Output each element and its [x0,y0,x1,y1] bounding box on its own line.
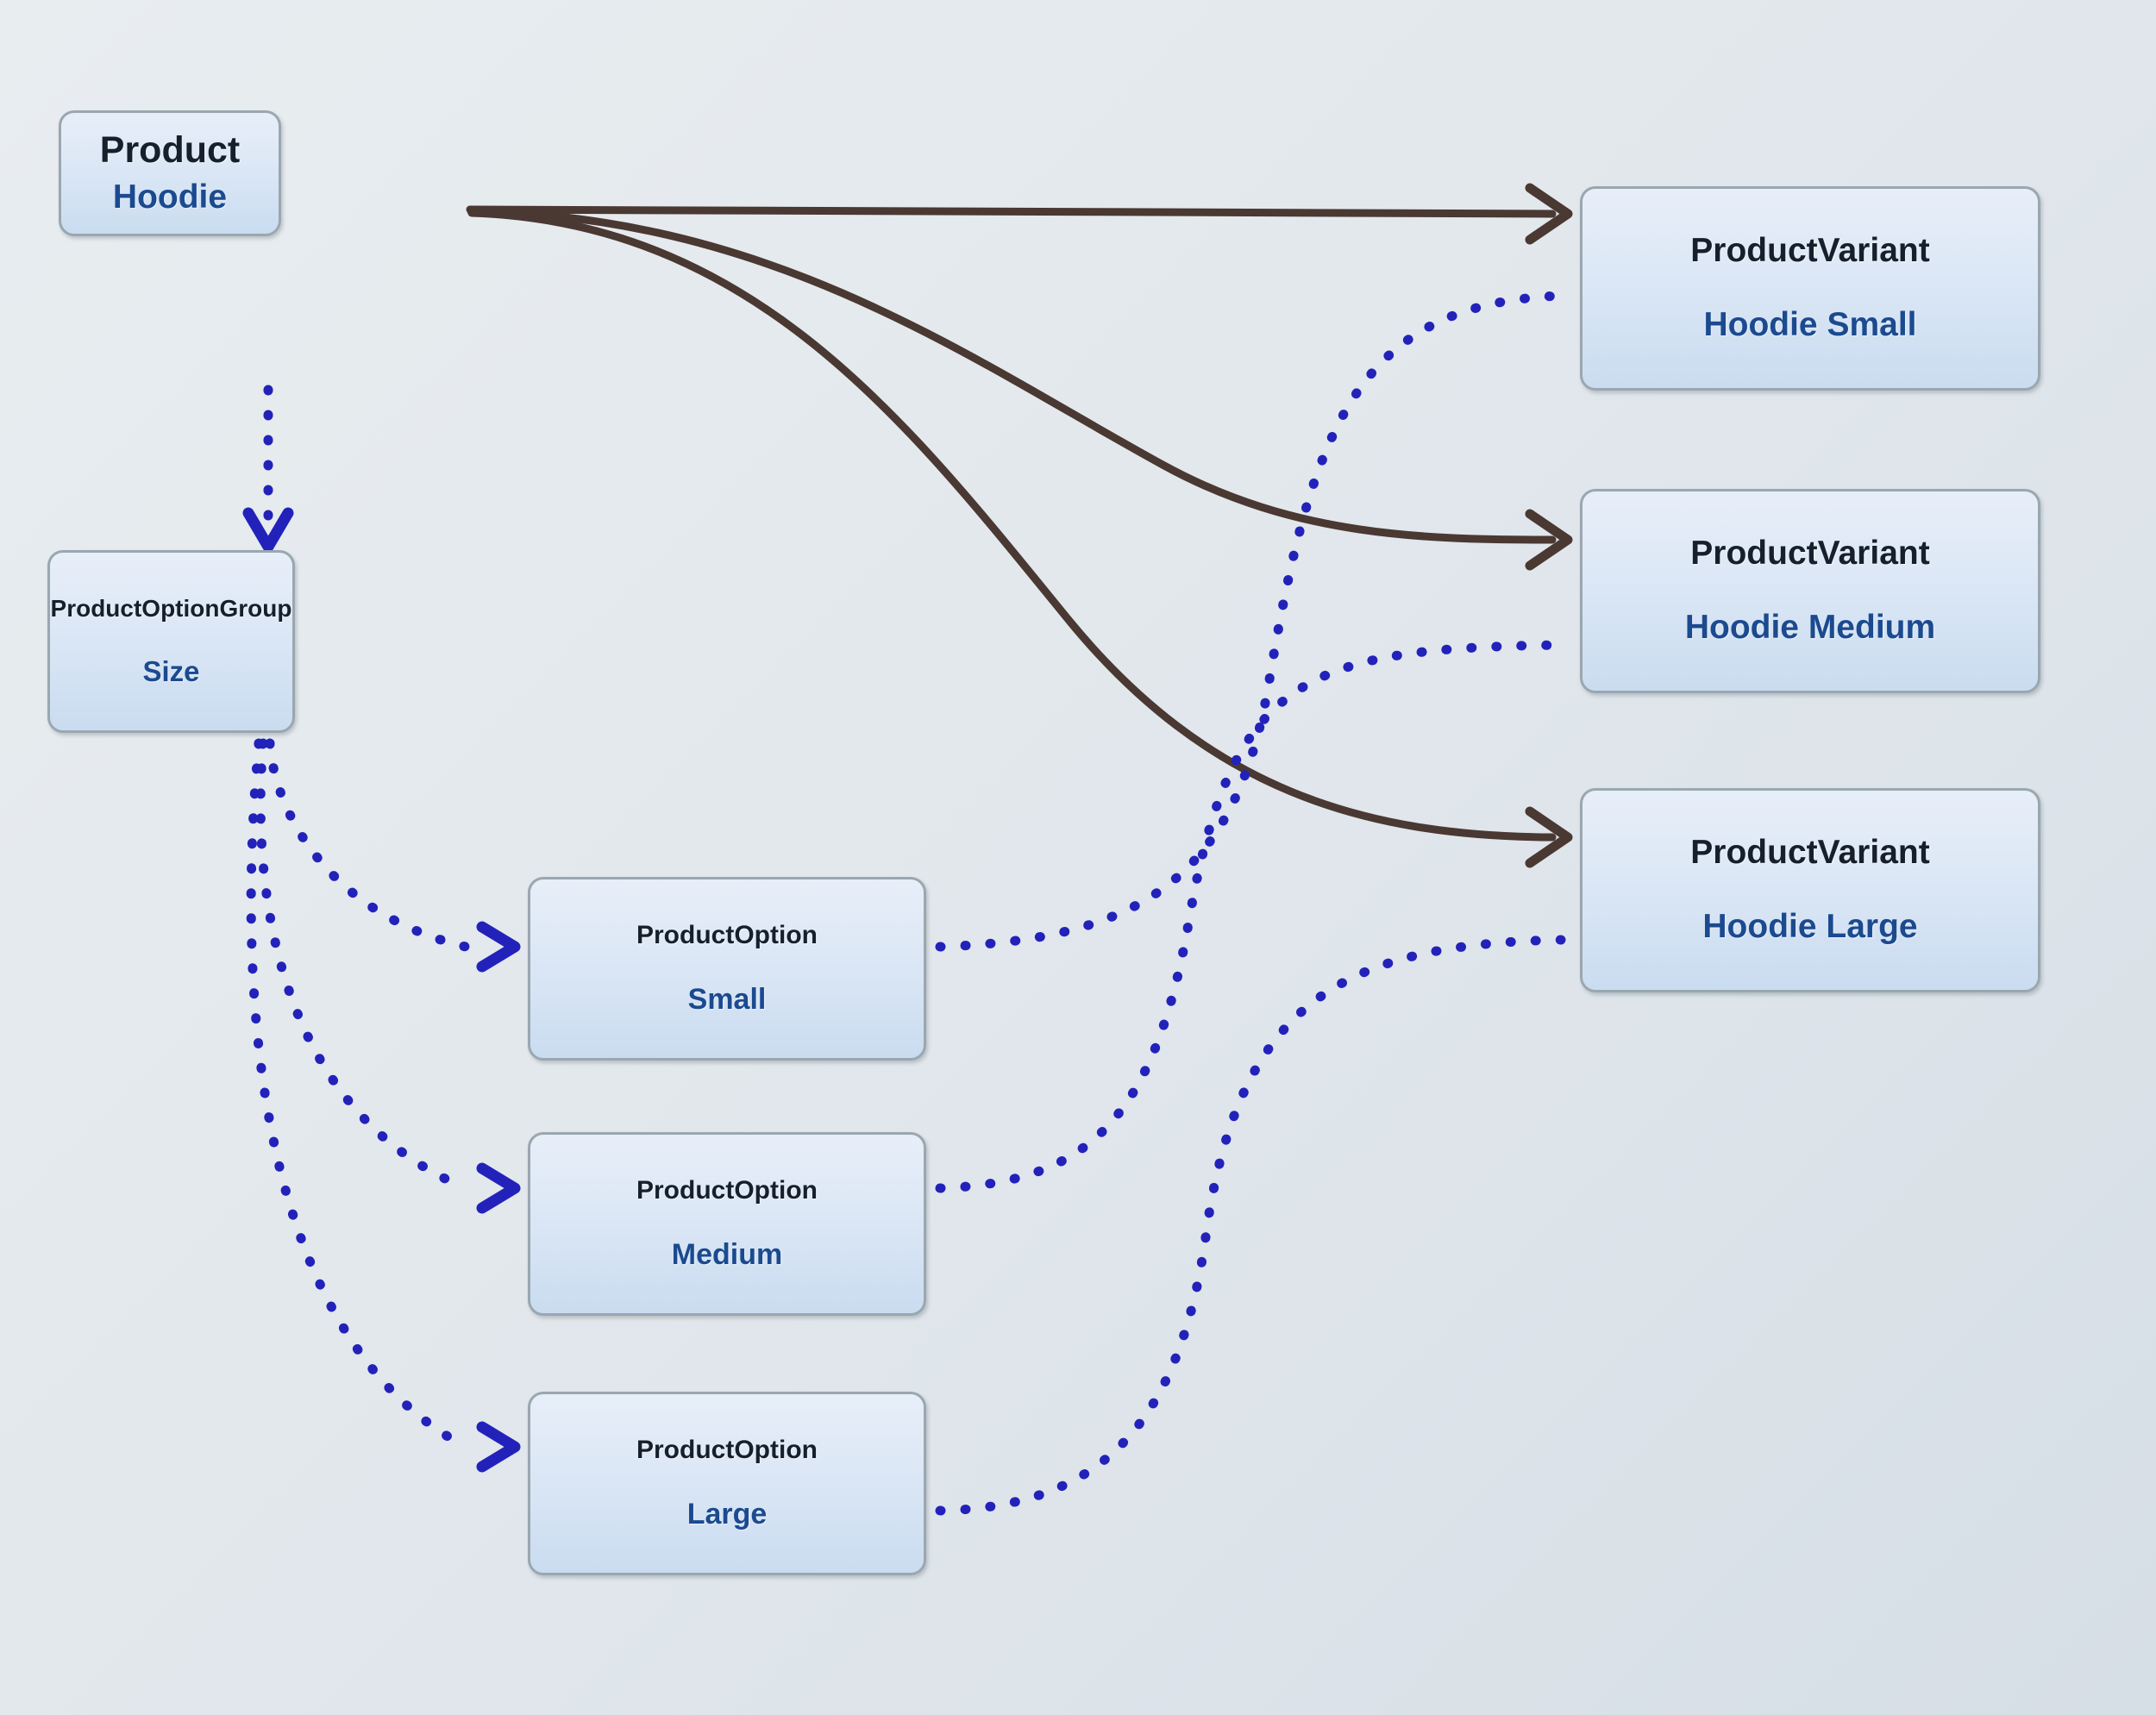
edge-option-small-to-variant-small [935,291,1566,952]
node-option-medium-name: Medium [671,1238,783,1272]
node-option-large-name: Large [686,1498,768,1531]
node-product[interactable]: Product Hoodie [59,110,281,236]
edge-group-to-option-large [246,738,471,1452]
node-product-option-small[interactable]: ProductOption Small [528,877,926,1061]
solid-arrowheads [1525,183,1573,868]
node-product-variant-small[interactable]: ProductVariant Hoodie Small [1580,186,2040,391]
arrowhead-icon-variant-small [1525,183,1573,245]
node-variant-medium-name: Hoodie Medium [1684,608,1936,646]
node-variant-small-type: ProductVariant [1690,232,1930,270]
edge-product-to-variant-large [467,209,1557,842]
node-product-variant-medium[interactable]: ProductVariant Hoodie Medium [1580,489,2040,693]
arrowhead-icon-option-medium [476,1162,521,1214]
node-product-variant-large[interactable]: ProductVariant Hoodie Large [1580,788,2040,992]
node-product-option-large[interactable]: ProductOption Large [528,1392,926,1575]
arrowhead-icon-variant-medium [1525,509,1573,571]
solid-edge-group [466,205,1557,842]
node-product-name: Hoodie [112,178,228,216]
edge-group-to-option-medium [255,738,471,1193]
node-option-medium-type: ProductOption [636,1176,818,1205]
node-product-option-medium[interactable]: ProductOption Medium [528,1132,926,1316]
edge-product-to-variant-small [466,205,1557,218]
edge-option-large-to-variant-large [935,935,1566,1516]
node-variant-large-type: ProductVariant [1690,834,1930,872]
edge-group-to-option-small [265,738,471,952]
node-variant-small-name: Hoodie Small [1703,305,1917,343]
node-variant-large-name: Hoodie Large [1702,907,1918,945]
node-variant-medium-type: ProductVariant [1690,535,1930,573]
node-option-group-name: Size [142,655,200,688]
arrowhead-icon-option-small [476,921,521,973]
node-product-type: Product [99,128,241,171]
arrowhead-icon-option-large [476,1421,521,1473]
node-option-large-type: ProductOption [636,1436,818,1465]
arrowhead-icon-option-group [242,507,294,553]
node-option-group-type: ProductOptionGroup [50,594,292,622]
node-option-small-name: Small [687,983,767,1017]
edge-product-to-variant-medium [467,207,1557,544]
node-option-small-type: ProductOption [636,921,818,950]
arrowhead-icon-variant-large [1525,806,1573,868]
edge-option-medium-to-variant-medium [935,640,1566,1193]
node-product-option-group[interactable]: ProductOptionGroup Size [47,550,295,733]
